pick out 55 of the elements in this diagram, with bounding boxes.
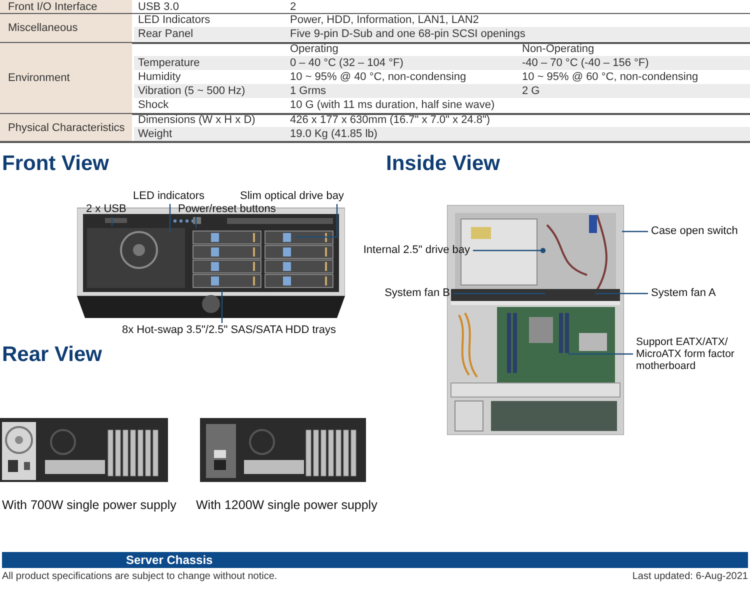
table-cell: Humidity [138,70,181,84]
table-cell: USB 3.0 [138,0,179,14]
callout-label: System fan A [651,287,716,300]
section-heading: Front View [2,152,109,176]
table-cell: Vibration (5 ~ 500 Hz) [138,84,246,98]
table-cell: Environment [0,43,132,113]
table-cell: 1 Grms [290,84,326,98]
table-cell: Physical Characteristics [0,114,132,141]
table-cell: 2 G [522,84,540,98]
table-cell: Dimensions (W x H x D) [138,113,256,127]
table-cell: Power, HDD, Information, LAN1, LAN2 [290,13,479,27]
table-cell: 19.0 Kg (41.85 lb) [290,127,378,141]
table-cell: 10 G (with 11 ms duration, half sine wave) [290,98,495,112]
footer-title: Server Chassis [126,552,213,568]
table-cell: Front I/O Interface [0,0,132,13]
table-cell: -40 – 70 °C (-40 – 156 °F) [522,56,649,70]
table-cell: 0 – 40 °C (32 – 104 °F) [290,56,404,70]
callout-label: Slim optical drive bay [240,190,344,203]
table-cell: 10 ~ 95% @ 60 °C, non-condensing [522,70,698,84]
footer-note: All product specifications are subject to change without notice. [2,571,278,582]
callout-label: 2 x USB [86,203,126,216]
table-cell: Non-Operating [522,42,594,56]
chassis-rear-drawing [0,418,168,482]
chassis-rear-drawing [200,418,366,482]
photo-caption: With 1200W single power supply [196,498,378,512]
leader-line [195,217,197,228]
table-cell: Miscellaneous [0,14,132,42]
leader-line [568,353,633,355]
table-cell: Temperature [138,56,200,70]
leader-line [473,248,546,254]
leader-line [622,230,648,232]
table-cell: Shock [138,98,169,112]
table-cell: LED Indicators [138,13,210,27]
section-heading: Rear View [2,343,102,367]
table-cell: Five 9-pin D-Sub and one 68-pin SCSI openings [290,27,526,41]
table-cell: 10 ~ 95% @ 40 °C, non-condensing [290,70,466,84]
table-cell: Rear Panel [138,27,194,41]
table-cell: 2 [290,0,296,14]
leader-line [169,204,171,232]
table-cell: Weight [138,127,172,141]
table-cell: Operating [290,42,338,56]
callout-label: Case open switch [651,225,738,238]
callout-label: System fan B [330,287,450,300]
photo-caption: With 700W single power supply [2,498,176,512]
table-cell: 426 x 177 x 630mm (16.7" x 7.0" x 24.8") [290,113,490,127]
callout-label: Power/reset buttons [178,203,276,216]
callout-label: Support EATX/ATX/ MicroATX form factor motherboard [636,336,748,372]
callout-label: LED indicators [133,190,205,203]
leader-line [595,292,648,294]
leader-line [221,290,223,323]
leader-line [295,204,338,238]
callout-label: Internal 2.5" drive bay [330,244,470,257]
section-heading: Inside View [386,152,500,176]
footer-note: Last updated: 6-Aug-2021 [632,571,748,582]
callout-label: 8x Hot-swap 3.5"/2.5" SAS/SATA HDD trays [122,324,336,337]
